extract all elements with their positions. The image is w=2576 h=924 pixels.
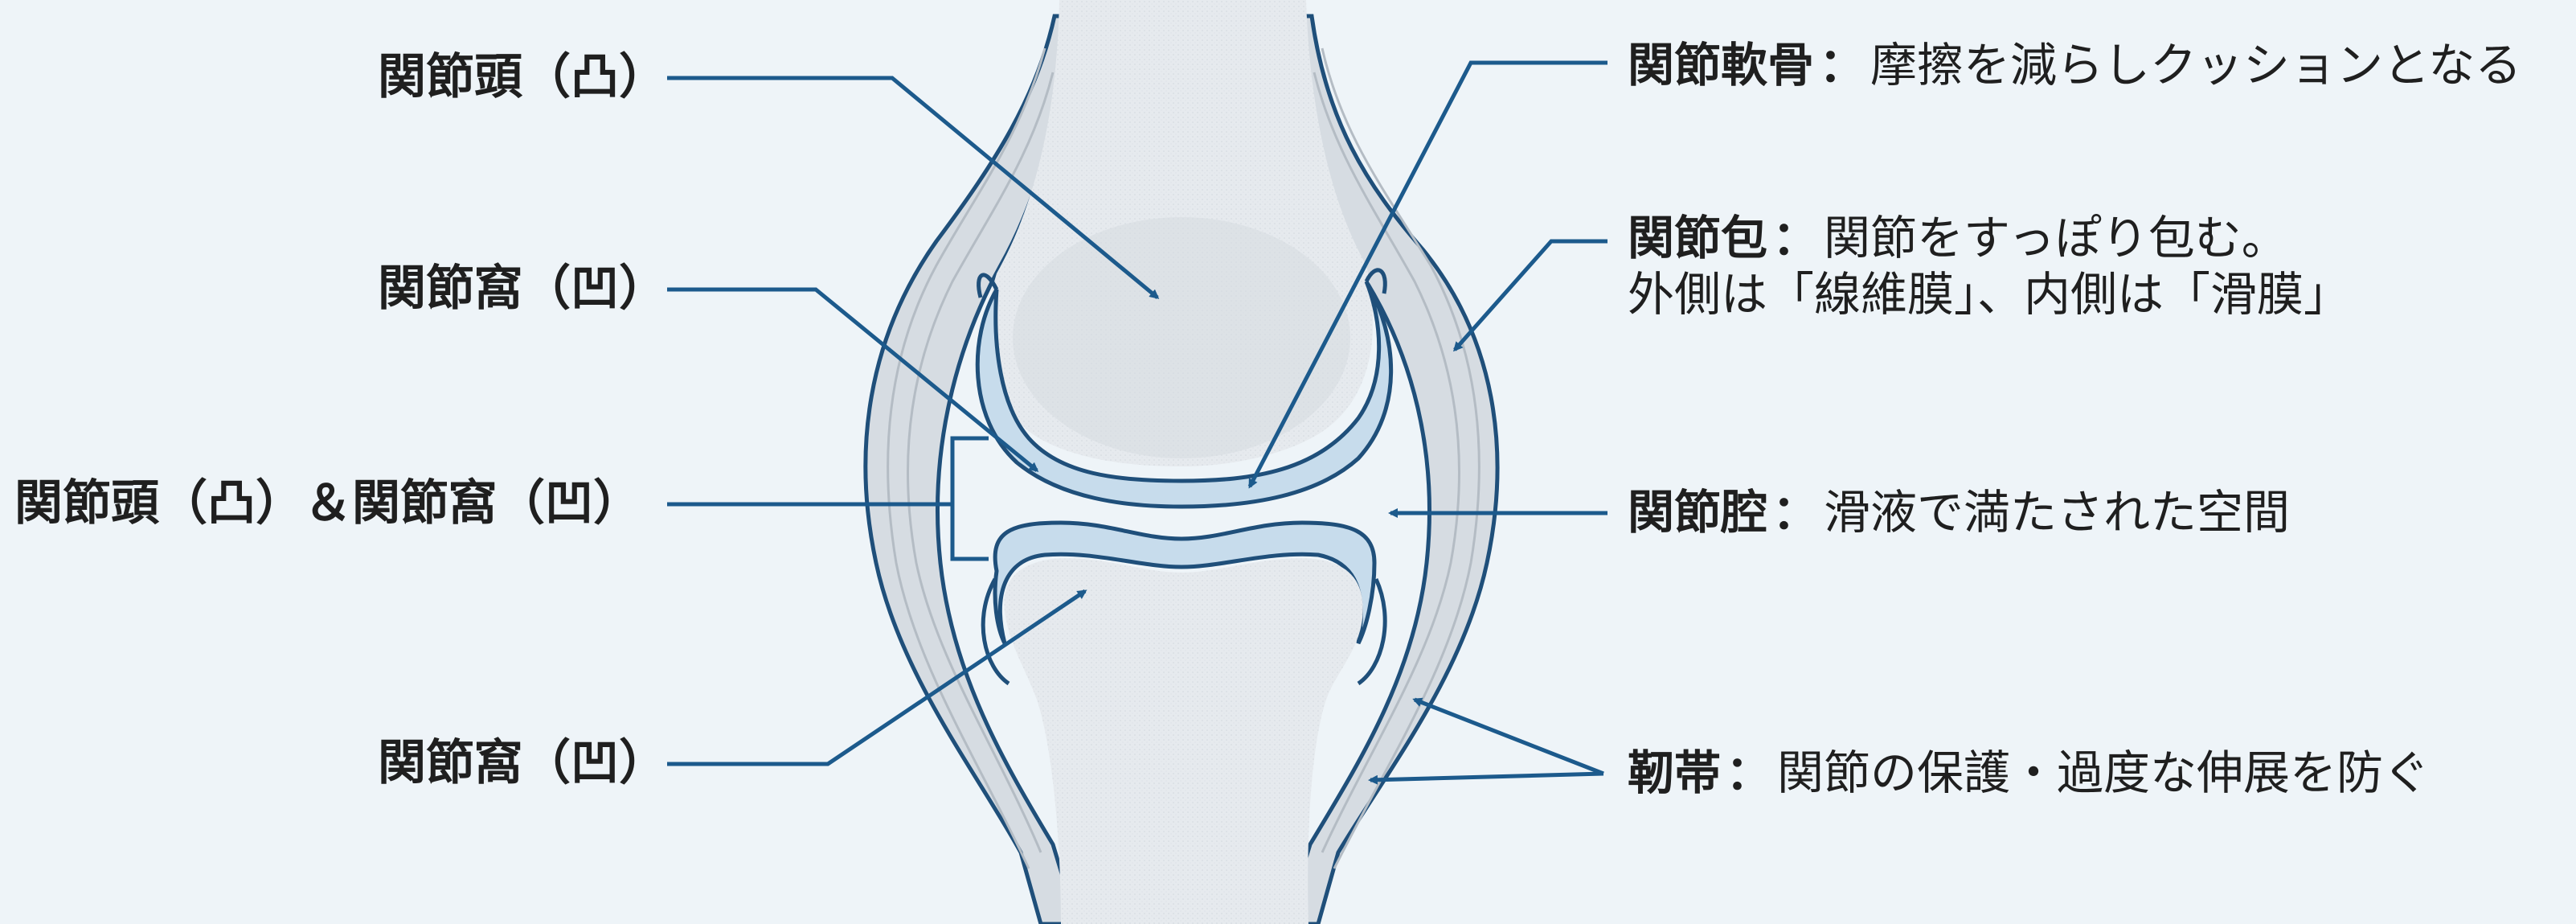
ligament-term: 靭帯 [1628,745,1721,800]
cavity-term: 関節腔 [1628,485,1767,540]
ligament-desc: 関節の保護・過度な伸展を防ぐ [1777,745,2430,800]
label-capsule: 関節包：関節をすっぽり包む。 外側は「線維膜」、内側は「滑膜」 [1628,211,2350,322]
label-joint-head: 関節頭（凸） [378,53,667,101]
cavity-colon: ： [1767,485,1824,540]
capsule-term: 関節包 [1628,211,1767,265]
label-fossa-bottom: 関節窩（凹） [378,739,667,787]
label-cartilage: 関節軟骨：摩擦を減らしクッションとなる [1628,42,2521,88]
cavity-desc: 滑液で満たされた空間 [1824,485,2290,540]
cartilage-desc: 摩擦を減らしクッションとなる [1870,38,2521,92]
leader-capsule [1455,241,1607,350]
capsule-colon: ： [1767,211,1824,265]
capsule-line-1: 関節包：関節をすっぽり包む。 [1628,211,2350,267]
capsule-line-2: 外側は「線維膜」、内側は「滑膜」 [1628,267,2350,323]
capsule-desc: 関節をすっぽり包む。 [1824,211,2288,265]
leader-ligament-b [1370,774,1603,780]
ligament-colon: ： [1721,745,1777,800]
bracket [952,438,989,559]
label-head-and-fossa: 関節頭（凸）＆関節窩（凹） [14,479,641,528]
leader-ligament-a [1415,700,1603,774]
label-cavity: 関節腔：滑液で満たされた空間 [1628,489,2290,536]
cartilage-colon: ： [1814,38,1870,92]
cartilage-term: 関節軟骨 [1628,38,1814,92]
label-fossa-top: 関節窩（凹） [378,265,667,313]
label-ligament: 靭帯：関節の保護・過度な伸展を防ぐ [1628,749,2430,796]
